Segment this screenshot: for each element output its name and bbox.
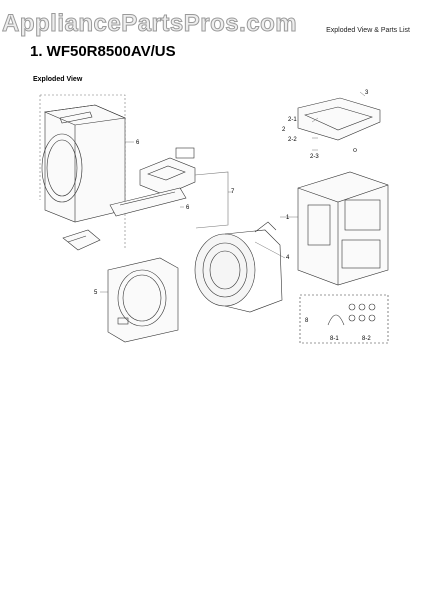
callout-5: 5 bbox=[94, 290, 98, 296]
callout-8: 8 bbox=[305, 318, 309, 324]
header-note: Exploded View & Parts List bbox=[326, 27, 410, 34]
front-panel bbox=[107, 257, 179, 343]
callout-2-2: 2-2 bbox=[288, 137, 297, 143]
callout-2-3: 2-3 bbox=[310, 154, 319, 160]
cabinet bbox=[297, 171, 389, 286]
watermark-text: AppliancePartsPros.com bbox=[2, 10, 298, 38]
callout-8-1: 8-1 bbox=[330, 336, 339, 342]
callout-6: 6 bbox=[136, 140, 140, 146]
parts-inset-box bbox=[299, 294, 389, 344]
section-subtitle: Exploded View bbox=[33, 76, 83, 83]
front-cover-assembly bbox=[39, 94, 127, 250]
callout-4: 4 bbox=[286, 255, 290, 261]
callout-7: 7 bbox=[231, 189, 235, 195]
callout-leaders bbox=[100, 91, 366, 293]
control-panel-assembly bbox=[62, 147, 229, 251]
callout-2-1: 2-1 bbox=[288, 117, 297, 123]
callout-2: 2 bbox=[282, 127, 286, 133]
callout-3: 3 bbox=[365, 90, 369, 96]
callout-6b: 6 bbox=[186, 205, 190, 211]
top-panel bbox=[297, 97, 381, 152]
page-title: 1. WF50R8500AV/US bbox=[30, 43, 176, 60]
callout-8-2: 8-2 bbox=[362, 336, 371, 342]
drum-assembly bbox=[194, 221, 283, 313]
callout-1: 1 bbox=[286, 215, 290, 221]
